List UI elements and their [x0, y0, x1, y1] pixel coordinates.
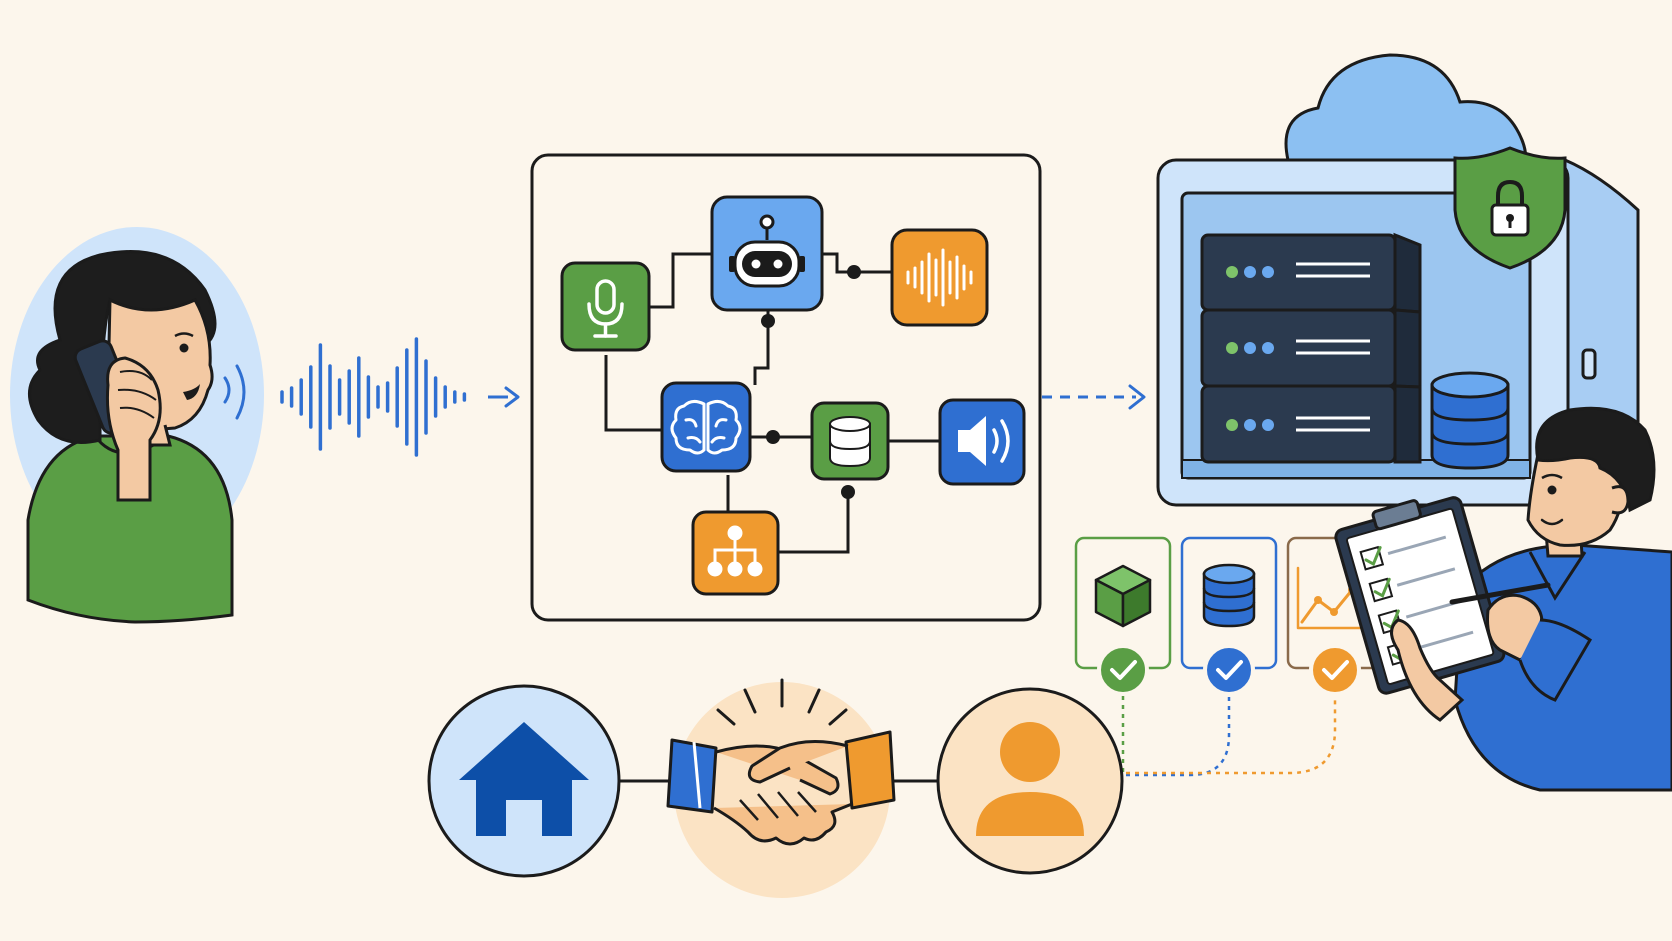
check-icon	[1203, 644, 1255, 696]
check-icon	[1309, 644, 1361, 696]
database-node	[810, 401, 890, 481]
speech-arc-icon	[223, 376, 231, 404]
server-rack-icon	[1200, 232, 1422, 464]
database-icon	[1202, 563, 1256, 628]
cube-icon	[1094, 564, 1152, 628]
home-node	[427, 684, 621, 878]
robot-icon	[729, 214, 805, 288]
wave-arrow	[488, 386, 520, 408]
hierarchy-icon	[707, 525, 763, 577]
database-icon	[1430, 371, 1510, 470]
customer-node	[936, 687, 1124, 875]
check-icon	[1097, 644, 1149, 696]
speaker-icon	[958, 416, 1010, 466]
cloud-icon	[1284, 53, 1527, 172]
caller-body	[26, 434, 234, 624]
handshake-node	[666, 678, 896, 898]
agent-eye	[1547, 485, 1557, 495]
server-unit	[1200, 232, 1422, 314]
audio-wave-node	[890, 228, 989, 327]
robot-node	[710, 195, 824, 312]
agent-left-hand	[1390, 618, 1465, 722]
spark-lines	[716, 678, 848, 726]
agent-smile	[1540, 518, 1564, 526]
pen-icon	[1449, 582, 1551, 605]
audio-wave-icon	[906, 248, 973, 307]
microphone-node	[560, 261, 651, 352]
server-unit	[1200, 384, 1422, 464]
microphone-icon	[587, 279, 624, 338]
deal-flow	[427, 678, 1124, 898]
brain-icon	[670, 399, 742, 455]
handshake-icon	[666, 730, 896, 846]
shield-lock-icon	[1453, 146, 1567, 270]
dashed-arrow-to-server	[1042, 384, 1146, 410]
hierarchy-node	[691, 510, 780, 596]
person-icon	[976, 722, 1084, 836]
dotted-connectors	[1121, 696, 1337, 777]
speaker-node	[938, 398, 1026, 486]
brain-node	[660, 381, 752, 473]
database-icon	[829, 416, 871, 468]
house-icon	[459, 722, 589, 836]
server-unit	[1200, 308, 1422, 389]
check-cards	[1074, 536, 1384, 696]
sound-wave	[280, 337, 467, 457]
ai-pipeline-panel	[530, 153, 1042, 622]
clipboard-icon	[1334, 496, 1506, 695]
check-card	[1180, 536, 1278, 696]
caller-group	[10, 227, 264, 624]
agent-hair	[1535, 406, 1656, 513]
pipeline-connectors	[604, 252, 940, 554]
check-card	[1074, 536, 1172, 696]
caller-mouth	[183, 384, 200, 400]
agent-group	[1334, 406, 1672, 792]
caller-eye	[179, 343, 189, 353]
cloud-server-group	[1156, 53, 1640, 507]
pipeline-nodes-dots	[761, 265, 861, 499]
